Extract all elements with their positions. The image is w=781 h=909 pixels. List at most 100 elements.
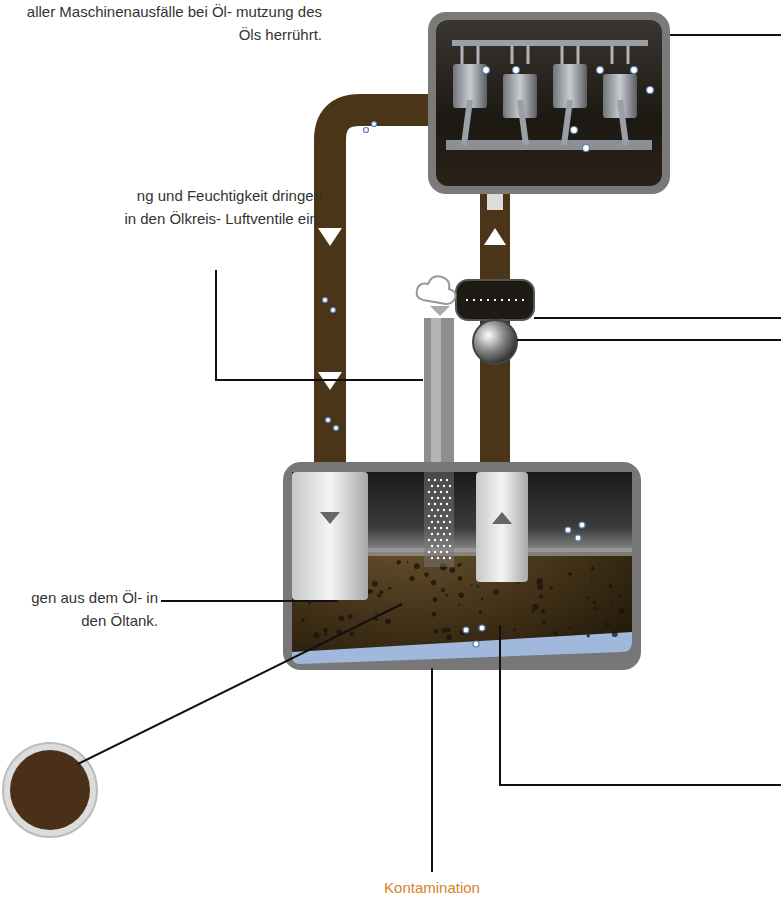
connecting-rod	[464, 100, 470, 145]
moisture-dot	[449, 509, 451, 511]
moisture-dot	[431, 545, 433, 547]
dirt-particle	[367, 589, 372, 594]
moisture-dot	[443, 509, 445, 511]
caption-label: Kontamination	[332, 876, 532, 899]
moisture-dot	[440, 539, 442, 541]
moisture-dot	[431, 533, 433, 535]
dirt-particle	[471, 584, 473, 586]
oil-bubble	[647, 87, 654, 94]
dirt-particle	[410, 576, 415, 581]
dirt-particle	[372, 590, 374, 592]
callout-text: gen aus dem Öl- in den Öltank.	[8, 586, 158, 632]
moisture-dot	[449, 533, 451, 535]
dirt-particle	[568, 573, 571, 576]
camshaft	[452, 40, 648, 46]
connecting-rod	[620, 100, 626, 145]
moisture-dot	[428, 551, 430, 553]
moisture-dot	[437, 485, 439, 487]
callout-text: aller Maschinenausfälle bei Öl- mutzung …	[10, 0, 322, 46]
dirt-particle	[541, 609, 545, 613]
valve	[477, 46, 480, 64]
moisture-dot	[446, 491, 448, 493]
oil-bubble	[597, 67, 604, 74]
callout-text: ng und Feuchtigkeit dringen in den Ölkre…	[122, 184, 322, 230]
moisture-dot	[434, 527, 436, 529]
moisture-dot	[446, 539, 448, 541]
dirt-particle	[339, 615, 345, 621]
dirt-particle	[458, 576, 463, 581]
dirt-particle	[590, 580, 592, 582]
dirt-particle	[532, 610, 535, 613]
dirt-particle	[621, 612, 623, 614]
dirt-particle	[593, 600, 597, 604]
moisture-dot	[431, 485, 433, 487]
crankshaft	[446, 140, 652, 150]
moisture-dot	[449, 521, 451, 523]
moisture-dot	[443, 533, 445, 535]
moisture-dot	[437, 545, 439, 547]
dirt-particle	[457, 563, 460, 566]
moisture-dot	[428, 479, 430, 481]
moisture-dot	[446, 515, 448, 517]
moisture-dot	[437, 509, 439, 511]
valve	[461, 46, 464, 64]
dirt-particle	[432, 612, 437, 617]
dirt-particle	[388, 587, 391, 590]
valve	[627, 46, 630, 64]
moisture-dot	[431, 497, 433, 499]
moisture-dot	[434, 539, 436, 541]
moisture-dot	[440, 491, 442, 493]
dirt-particle	[609, 584, 613, 588]
moisture-dot	[443, 545, 445, 547]
moisture-dot	[434, 491, 436, 493]
dirt-particle	[375, 613, 377, 615]
moisture-dot	[437, 497, 439, 499]
oil-bubble	[483, 67, 490, 74]
dirt-particle	[619, 608, 625, 614]
moisture-dot	[446, 479, 448, 481]
moisture-dot	[431, 509, 433, 511]
dirt-particle	[377, 593, 381, 597]
dirt-particle	[458, 592, 464, 598]
valve	[611, 46, 614, 64]
dirt-particle	[433, 597, 438, 602]
dirt-particle	[441, 588, 445, 592]
dirt-particle	[450, 567, 455, 572]
dirt-particle	[493, 590, 498, 595]
dirt-particle	[619, 594, 622, 597]
dirt-particle	[569, 626, 571, 628]
dirt-particle	[431, 580, 436, 585]
valve	[577, 46, 580, 64]
moisture-dot	[440, 527, 442, 529]
dirt-particle	[537, 584, 543, 590]
dirt-particle	[397, 560, 401, 564]
connecting-rod	[520, 100, 526, 145]
dirt-particle	[593, 606, 596, 609]
dirt-particle	[513, 628, 516, 631]
dirt-particle	[372, 581, 377, 586]
dirt-particle	[532, 604, 538, 610]
moisture-dot	[434, 479, 436, 481]
moisture-dot	[437, 521, 439, 523]
moisture-dot	[446, 551, 448, 553]
dirt-particle	[446, 634, 452, 640]
oil-bubble	[631, 67, 638, 74]
moisture-dot	[428, 503, 430, 505]
dirt-particle	[542, 621, 546, 625]
dirt-particle	[445, 594, 448, 597]
moisture-dot	[443, 497, 445, 499]
oil-bubble	[571, 127, 578, 134]
dirt-particle	[550, 586, 553, 589]
dirt-particle	[606, 622, 610, 626]
dirt-particle	[481, 598, 483, 600]
dirt-particle	[414, 563, 420, 569]
moisture-dot	[428, 515, 430, 517]
oil-bubble	[583, 145, 590, 152]
moisture-dot	[446, 527, 448, 529]
dirt-particle	[586, 596, 589, 599]
oil-bubble	[513, 67, 520, 74]
dirt-particle	[379, 590, 383, 594]
moisture-dot	[440, 503, 442, 505]
moisture-dot	[443, 521, 445, 523]
